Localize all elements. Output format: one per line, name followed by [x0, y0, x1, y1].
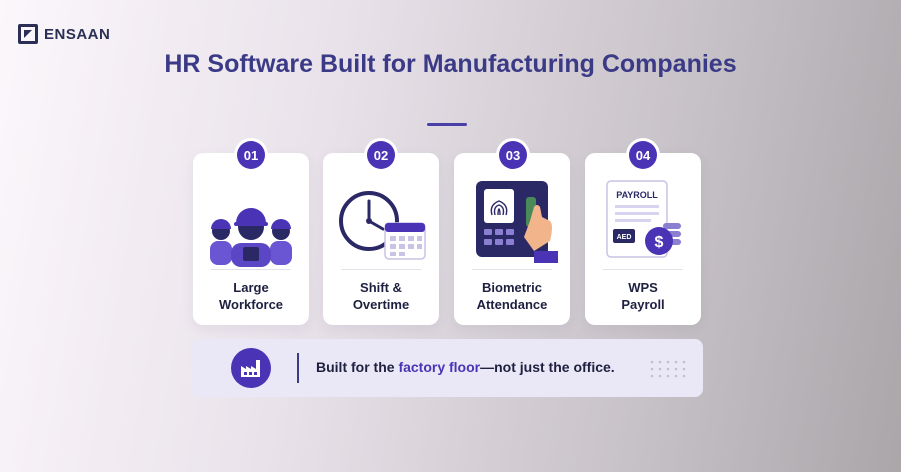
- clock-calendar-icon: [323, 171, 439, 267]
- banner-tagline: Built for the factory floor—not just the…: [316, 359, 615, 375]
- card-number-badge: 01: [237, 141, 265, 169]
- fingerprint-scanner-icon: [454, 171, 570, 267]
- tagline-banner: Built for the factory floor—not just the…: [191, 339, 703, 397]
- brand-logo: ENSAAN: [18, 24, 110, 44]
- card-label: Shift &Overtime: [352, 280, 410, 312]
- page-title: HR Software Built for Manufacturing Comp…: [164, 50, 737, 78]
- payroll-document-icon: PAYROLL AED $: [585, 171, 701, 267]
- banner-separator: [297, 353, 299, 383]
- card-divider: [341, 269, 421, 270]
- card-divider: [603, 269, 683, 270]
- payroll-doc-title: PAYROLL: [616, 190, 658, 200]
- factory-icon: [231, 348, 271, 388]
- card-divider: [472, 269, 552, 270]
- card-number-badge: 04: [629, 141, 657, 169]
- title-underline: [427, 123, 467, 126]
- card-number-badge: 02: [367, 141, 395, 169]
- banner-highlight: factory floor: [398, 359, 481, 375]
- decorative-dots: [649, 359, 689, 384]
- brand-name: ENSAAN: [44, 25, 111, 43]
- card-divider: [211, 269, 291, 270]
- workers-icon: [193, 171, 309, 267]
- logo-mark-icon: [18, 24, 38, 44]
- card-number-badge: 03: [499, 141, 527, 169]
- card-shift-overtime: Shift &Overtime: [323, 153, 439, 325]
- svg-text:$: $: [655, 234, 664, 251]
- currency-label: AED: [617, 234, 632, 241]
